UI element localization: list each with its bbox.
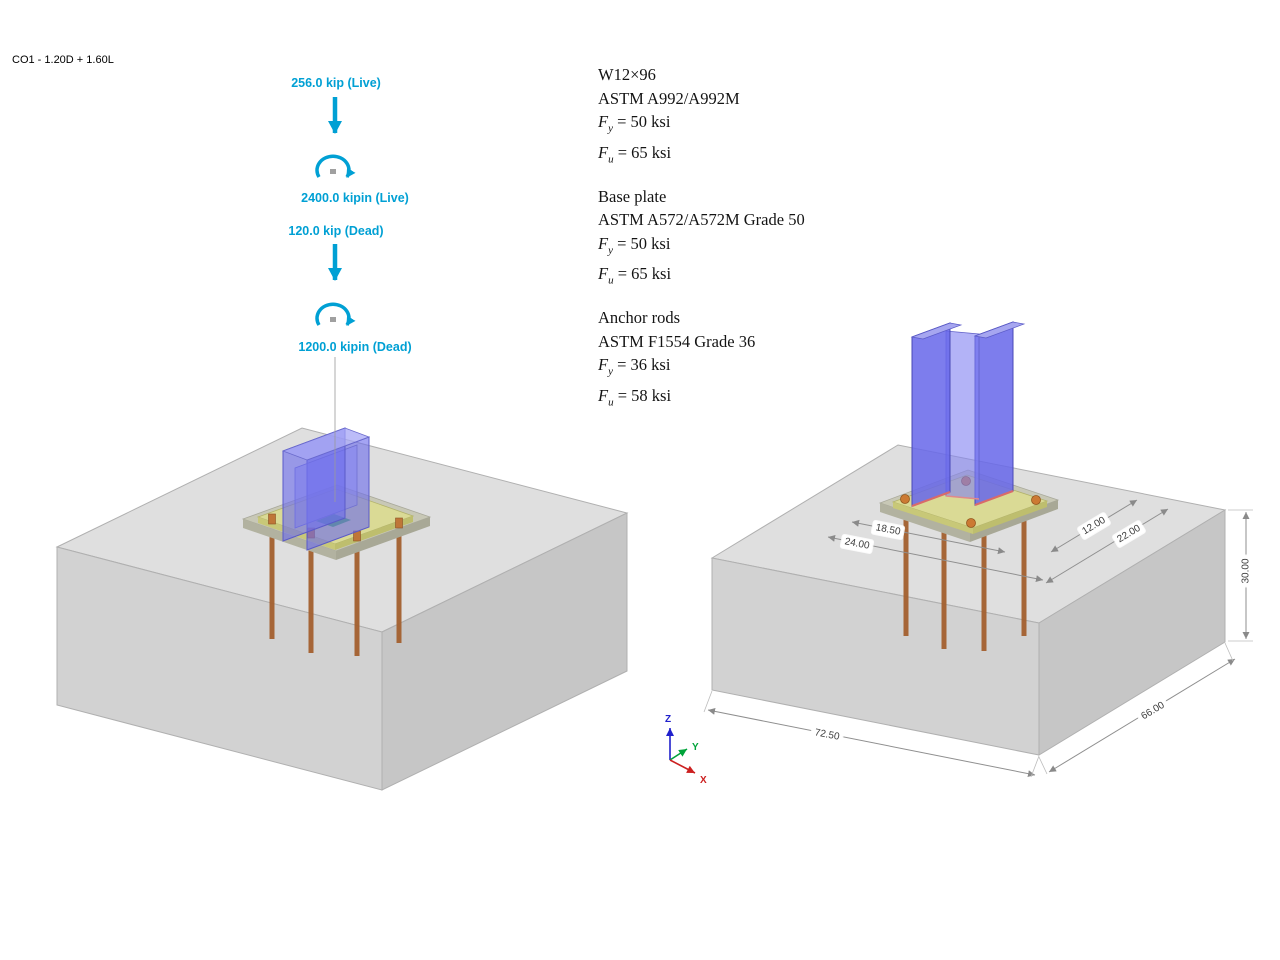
dim-line-y-outer [1045,508,1169,584]
y-axis-label: Y [692,742,699,753]
load-combination-label: CO1 - 1.20D + 1.60L [12,54,114,66]
load-label-force-live: 256.0 kip (Live) [291,76,381,90]
material-fy: Fy = 36 ksi [598,355,671,378]
material-fu: Fu = 58 ksi [598,385,672,409]
x-axis-label: X [700,775,707,786]
y-axis-arrow [669,748,688,761]
material-standard: ASTM F1554 Grade 36 [598,331,756,351]
column-flange-right [974,321,1014,506]
grout-pad-side-right [336,517,430,560]
anchor-rods [269,524,402,656]
load-label-moment-dead: 1200.0 kipin (Dead) [298,340,412,354]
material-title: Anchor rods [598,308,681,328]
column-top-cap-right [973,321,1026,339]
column-flange-left [911,322,951,507]
materials-panel: W12×96 ASTM A992/A992M Fy = 50 ksi Fu = … [598,63,805,428]
load-node-marker [330,317,336,322]
dim-label-height: 30.00 [1239,555,1253,587]
bolt-head [1031,495,1041,505]
material-fy: Fy = 50 ksi [598,112,671,135]
material-section-anchor-rods: Anchor rods ASTM F1554 Grade 36 Fy = 36 … [598,306,805,415]
material-title: Base plate [598,186,667,206]
bolt-head [966,518,976,528]
axis-triad: Z Y X [665,714,707,786]
load-node-marker [330,169,336,174]
column-web [945,330,980,500]
column-base-weld [911,490,1014,507]
column-top-cap [281,427,371,461]
load-label-force-dead: 120.0 kip (Dead) [288,224,384,238]
weld-line [974,490,1014,506]
z-axis-label: Z [665,714,671,725]
material-fu: Fu = 65 ksi [598,142,672,166]
material-section-column: W12×96 ASTM A992/A992M Fy = 50 ksi Fu = … [598,63,805,172]
left-3d-view[interactable] [55,357,629,791]
material-fu: Fu = 65 ksi [598,264,672,287]
dim-line-length [707,707,1036,778]
material-section-base-plate: Base plate ASTM A572/A572M Grade 50 Fy =… [598,185,805,294]
bolt-head [900,494,910,504]
bolt-head [268,513,276,525]
grout-pad-side-left [243,519,336,560]
load-annotations [315,97,356,326]
weld-line [945,495,980,500]
dim-extension-lines [703,509,1253,778]
material-standard: ASTM A572/A572M Grade 50 [598,210,805,230]
column-top-cap-left [910,322,963,340]
material-fy: Fy = 50 ksi [598,233,671,256]
material-standard: ASTM A992/A992M [598,88,740,108]
material-title: W12×96 [598,65,656,84]
moment-arc-live [315,154,356,178]
concrete-block-right-face [381,512,628,791]
bolt-head [395,517,403,529]
load-label-moment-live: 2400.0 kipin (Live) [301,191,409,205]
x-axis-arrow [669,759,696,774]
moment-arc-dead [315,302,356,326]
weld-line [911,491,951,507]
base-plate-side-right [335,516,413,550]
